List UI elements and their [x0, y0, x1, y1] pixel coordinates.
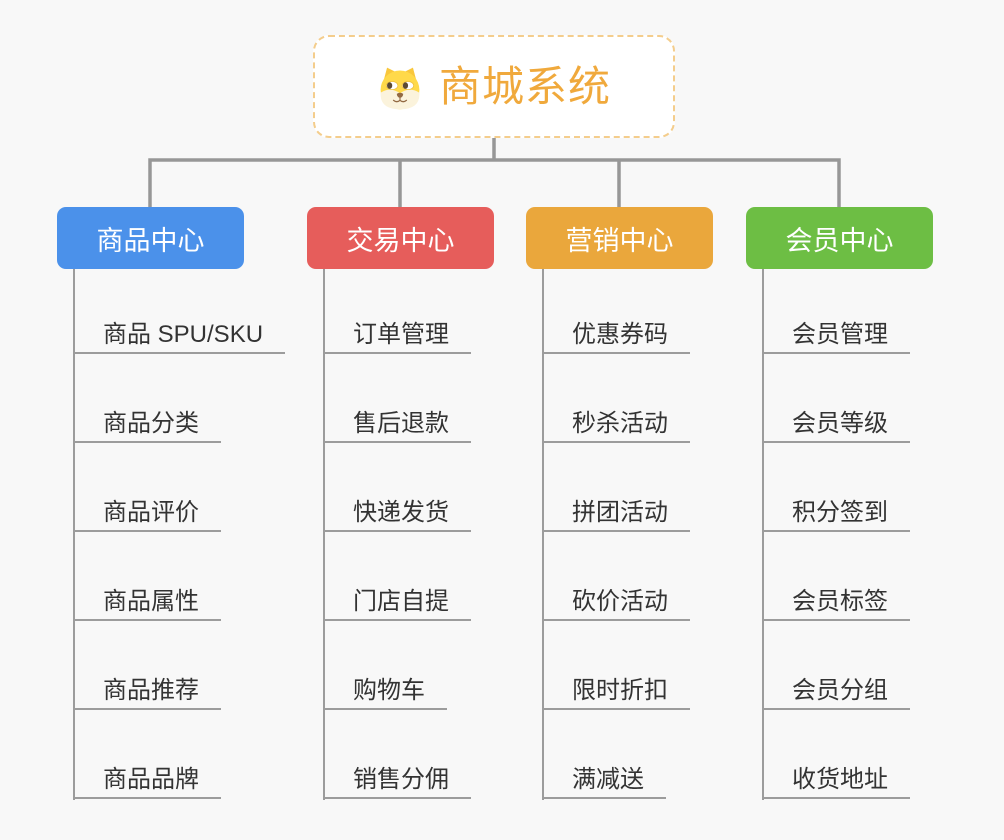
- child-topic[interactable]: 售后退款: [323, 397, 471, 443]
- child-topic[interactable]: 会员等级: [762, 397, 910, 443]
- child-topic[interactable]: 购物车: [323, 664, 447, 710]
- branch-trunk-line: [73, 269, 75, 800]
- child-topic[interactable]: 商品分类: [73, 397, 221, 443]
- child-topic[interactable]: 商品评价: [73, 486, 221, 532]
- child-topic[interactable]: 订单管理: [323, 308, 471, 354]
- branch-trunk-line: [323, 269, 325, 800]
- child-topic[interactable]: 秒杀活动: [542, 397, 690, 443]
- branch-children-marketing-center: 优惠券码 秒杀活动 拼团活动 砍价活动 限时折扣 满减送: [542, 269, 802, 800]
- child-topic[interactable]: 商品 SPU/SKU: [73, 308, 286, 354]
- child-topic[interactable]: 商品属性: [73, 575, 221, 621]
- branch-children-product-center: 商品 SPU/SKU 商品分类 商品评价 商品属性 商品推荐 商品品牌: [73, 269, 333, 800]
- child-topic[interactable]: 商品推荐: [73, 664, 221, 710]
- child-topic[interactable]: 积分签到: [762, 486, 910, 532]
- child-topic[interactable]: 快递发货: [323, 486, 471, 532]
- branch-label: 营销中心: [565, 225, 674, 256]
- branch-children-trade-center: 订单管理 售后退款 快递发货 门店自提 购物车 销售分佣: [323, 269, 583, 800]
- branch-node-trade-center[interactable]: 交易中心: [307, 207, 494, 269]
- root-title: 商城系统: [438, 62, 611, 110]
- root-node[interactable]: 商城系统: [313, 35, 675, 138]
- child-topic[interactable]: 会员标签: [762, 575, 910, 621]
- shiba-dog-icon: [377, 64, 423, 110]
- child-topic[interactable]: 商品品牌: [73, 753, 221, 799]
- child-topic[interactable]: 优惠券码: [542, 308, 690, 354]
- branch-node-product-center[interactable]: 商品中心: [57, 207, 244, 269]
- branch-node-member-center[interactable]: 会员中心: [746, 207, 933, 269]
- child-topic[interactable]: 限时折扣: [542, 664, 690, 710]
- branch-label: 商品中心: [96, 225, 205, 256]
- branch-label: 会员中心: [785, 225, 894, 256]
- child-topic[interactable]: 销售分佣: [323, 753, 471, 799]
- branch-label: 交易中心: [346, 225, 455, 256]
- child-topic[interactable]: 砍价活动: [542, 575, 690, 621]
- child-topic[interactable]: 满减送: [542, 753, 666, 799]
- child-topic[interactable]: 会员管理: [762, 308, 910, 354]
- branch-trunk-line: [762, 269, 764, 800]
- child-topic[interactable]: 门店自提: [323, 575, 471, 621]
- branch-node-marketing-center[interactable]: 营销中心: [526, 207, 713, 269]
- child-topic[interactable]: 收货地址: [762, 753, 910, 799]
- branch-trunk-line: [542, 269, 544, 800]
- child-topic[interactable]: 会员分组: [762, 664, 910, 710]
- branch-rail-line: [148, 158, 841, 207]
- branch-children-member-center: 会员管理 会员等级 积分签到 会员标签 会员分组 收货地址: [762, 269, 1004, 800]
- child-topic[interactable]: 拼团活动: [542, 486, 690, 532]
